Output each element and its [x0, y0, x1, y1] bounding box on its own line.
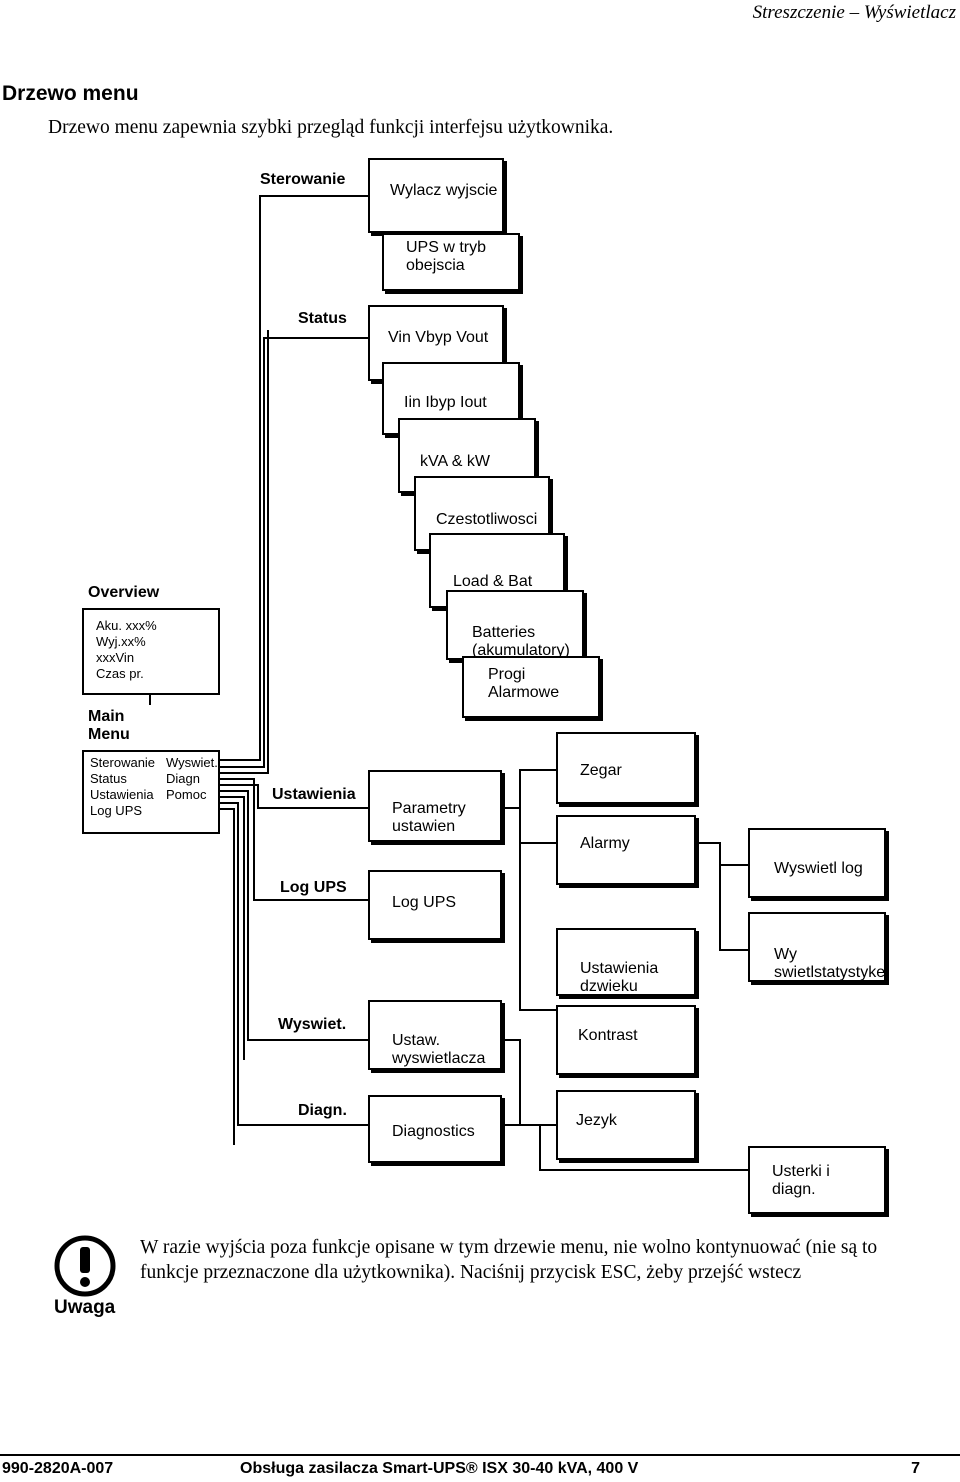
- menu-node-alarms: Alarmy: [556, 815, 696, 885]
- doc-number: 990-2820A-007: [2, 1460, 114, 1477]
- warning-label: Uwaga: [54, 1297, 116, 1318]
- warning-text: W razie wyjścia poza funkcje opisane w t…: [140, 1237, 878, 1283]
- section-title: Drzewo menu: [2, 82, 139, 105]
- page-number: 7: [911, 1460, 920, 1477]
- intro-text: Drzewo menu zapewnia szybki przegląd fun…: [48, 117, 614, 138]
- menu-node-display-settings: Ustaw.wyswietlacza: [368, 1000, 502, 1070]
- overview-label: Overview: [88, 584, 160, 601]
- menu-node-batteries: Batteries(akumulatory): [446, 590, 584, 660]
- menu-node-alarm-thresholds: Progi Alarmowe: [462, 656, 600, 718]
- ustawienia-label: Ustawienia: [272, 786, 356, 803]
- doc-title: Obsługa zasilacza Smart-UPS® ISX 30-40 k…: [240, 1460, 639, 1477]
- menu-node-wylacz: Wylacz wyjscie: [368, 158, 504, 233]
- menu-node-contrast: Kontrast: [556, 1005, 696, 1075]
- menu-node-log-ups: Log UPS: [368, 870, 502, 940]
- log-ups-label: Log UPS: [280, 879, 347, 896]
- exclamation-icon: [54, 1235, 116, 1297]
- menu-node-clock: Zegar: [556, 732, 696, 804]
- sterowanie-label: Sterowanie: [260, 171, 346, 188]
- wyswiet-label: Wyswiet.: [278, 1016, 347, 1033]
- warning-block: Uwaga: [50, 1235, 120, 1318]
- footer-rule: [0, 1454, 960, 1456]
- running-title: Streszczenie – Wyświetlacz: [752, 2, 956, 23]
- menu-node-language: Jezyk: [556, 1090, 696, 1160]
- menu-node-diagnostics: Diagnostics: [368, 1095, 502, 1163]
- status-label: Status: [298, 310, 347, 327]
- menu-node-show-log: Wyswietl log: [748, 828, 886, 898]
- diagn-label: Diagn.: [298, 1102, 347, 1119]
